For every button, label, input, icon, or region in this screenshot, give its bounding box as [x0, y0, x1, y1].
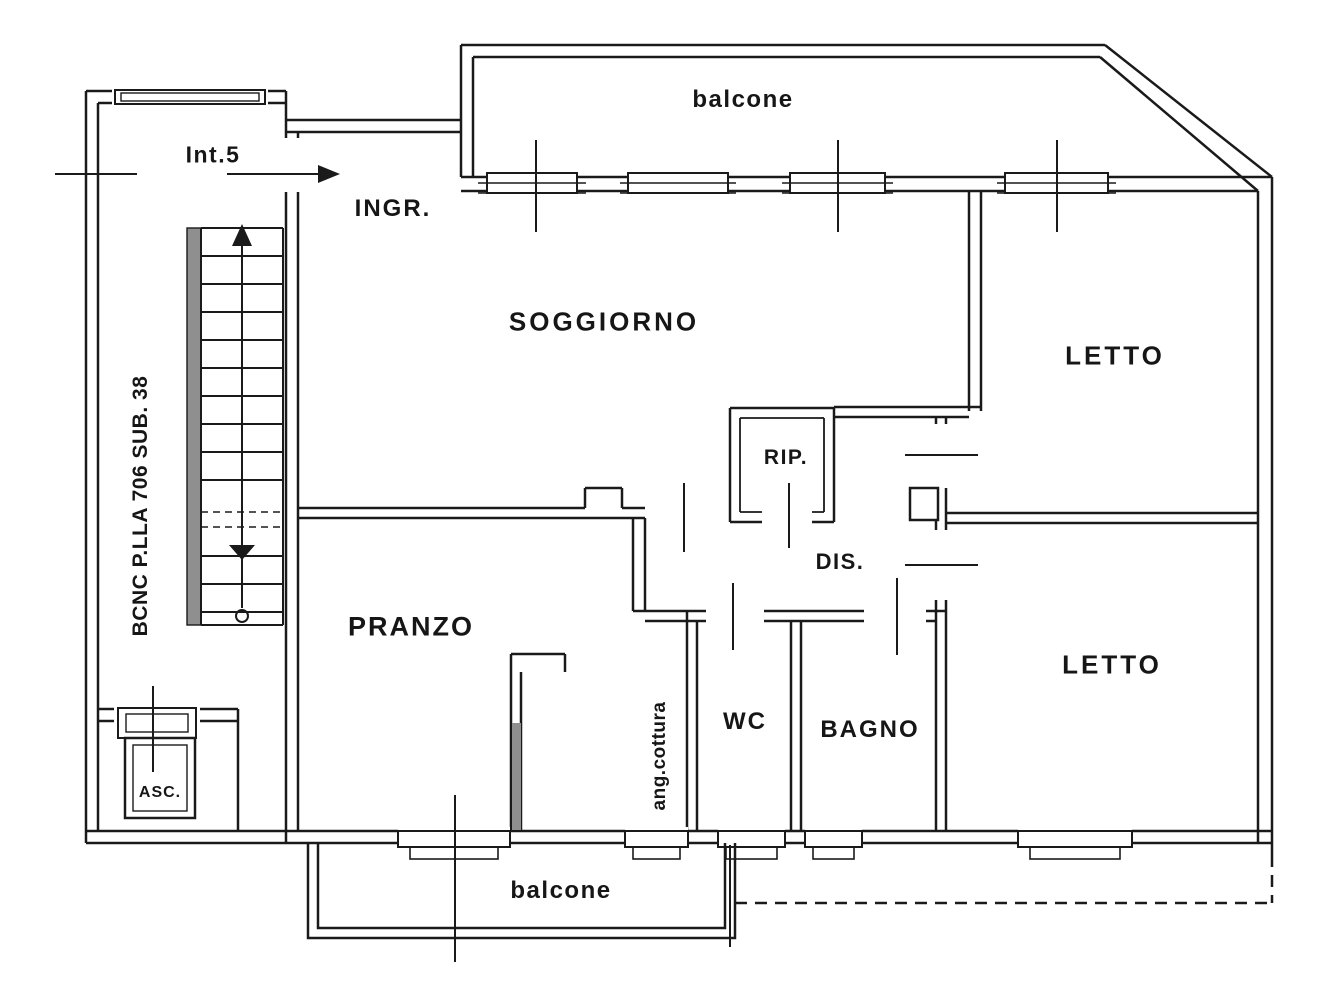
label-dining-room: PRANZO: [348, 611, 474, 642]
label-wc: WC: [723, 708, 767, 735]
interior-walls: [98, 191, 1258, 831]
top-windows: [478, 169, 1116, 197]
label-bedroom-bottom: LETTO: [1062, 649, 1162, 680]
dashed-boundary-line: [735, 855, 1274, 905]
elevator-door: [114, 704, 200, 742]
label-balcony-top: balcone: [692, 86, 794, 113]
wall-block: [908, 486, 940, 522]
entrance-arrow: [227, 165, 340, 183]
label-unit: Int.5: [185, 141, 241, 168]
label-living-room: SOGGIORNO: [508, 306, 700, 337]
label-elevator: ASC.: [138, 784, 182, 801]
staircase: [186, 224, 284, 626]
storage-room-walls: [728, 406, 836, 524]
label-balcony-bottom: balcone: [510, 877, 612, 904]
window: [717, 827, 786, 860]
elevator-cab: [123, 736, 197, 820]
stair-direction-arrow-down: [229, 545, 255, 560]
label-hallway: DIS.: [815, 549, 865, 574]
window: [1017, 827, 1133, 860]
window: [478, 169, 586, 197]
label-bedroom-top: LETTO: [1065, 340, 1165, 371]
label-storage: RIP.: [763, 446, 809, 469]
label-entrance: INGR.: [354, 195, 432, 222]
window: [624, 827, 689, 860]
bottom-windows: [397, 827, 1133, 860]
balcony-bottom-rail: [306, 843, 737, 940]
window: [620, 169, 736, 197]
label-bathroom: BAGNO: [820, 716, 920, 743]
label-cadastral-note: BCNC P.LLA 706 SUB. 38: [129, 375, 152, 637]
stair-direction-arrow-up: [232, 224, 252, 246]
stairwell-window: [112, 86, 268, 108]
window: [804, 827, 863, 860]
kitchen-divider: [509, 652, 567, 831]
exterior-walls: [84, 43, 1274, 855]
reference-ticks: [55, 140, 1058, 962]
label-kitchenette: ang.cottura: [649, 701, 670, 811]
